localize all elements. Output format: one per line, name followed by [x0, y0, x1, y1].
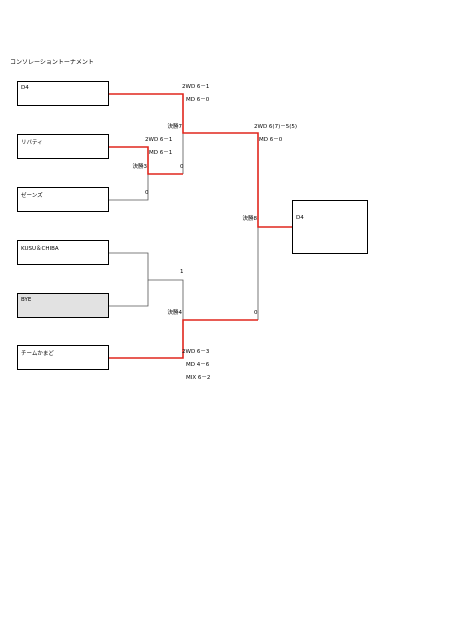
team-box-liberty: リバティ — [17, 134, 109, 159]
m3-label: 決勝3 — [132, 164, 148, 170]
win-line-liberty — [109, 146, 183, 175]
m3-top-score: 2WD 6－1 — [145, 137, 173, 143]
m7-bottom-score: 0 — [180, 164, 184, 170]
m7-score-2: MD 6－0 — [186, 97, 210, 103]
m4-label: 決勝4 — [167, 310, 183, 316]
m7-score-1: 2WD 6－1 — [182, 84, 210, 90]
m8-bottom-score: 0 — [254, 310, 258, 316]
m4-top-score: 1 — [180, 269, 184, 275]
m8-score-2: MD 6－0 — [259, 137, 283, 143]
m8-score-1: 2WD 6(7)－5(5) — [254, 124, 298, 130]
m4-score-3: MIX 6－2 — [186, 375, 211, 381]
team-box-kusu-chiba: KUSU＆CHIBA — [17, 240, 109, 265]
page-title: コンソレーショントーナメント — [10, 59, 94, 66]
winner-box: D4 — [292, 200, 368, 254]
m7-label: 決勝7 — [167, 124, 183, 130]
m4-score-1: 2WD 6－3 — [182, 349, 210, 355]
win-line-kamado — [109, 319, 258, 359]
win-line-d4 — [109, 93, 292, 228]
team-box-bye: BYE — [17, 293, 109, 318]
m3-bottom-score: 0 — [145, 190, 149, 196]
m4-score-2: MD 4－6 — [186, 362, 210, 368]
bracket-line-bye — [109, 280, 149, 307]
bracket-line-zeens — [109, 174, 149, 201]
m8-label: 決勝8 — [242, 216, 258, 222]
m3-mid-score: MD 6－1 — [149, 150, 173, 156]
team-box-d4: D4 — [17, 81, 109, 106]
team-box-zeens: ゼーンズ — [17, 187, 109, 212]
team-box-kamado: チームかまど — [17, 345, 109, 370]
